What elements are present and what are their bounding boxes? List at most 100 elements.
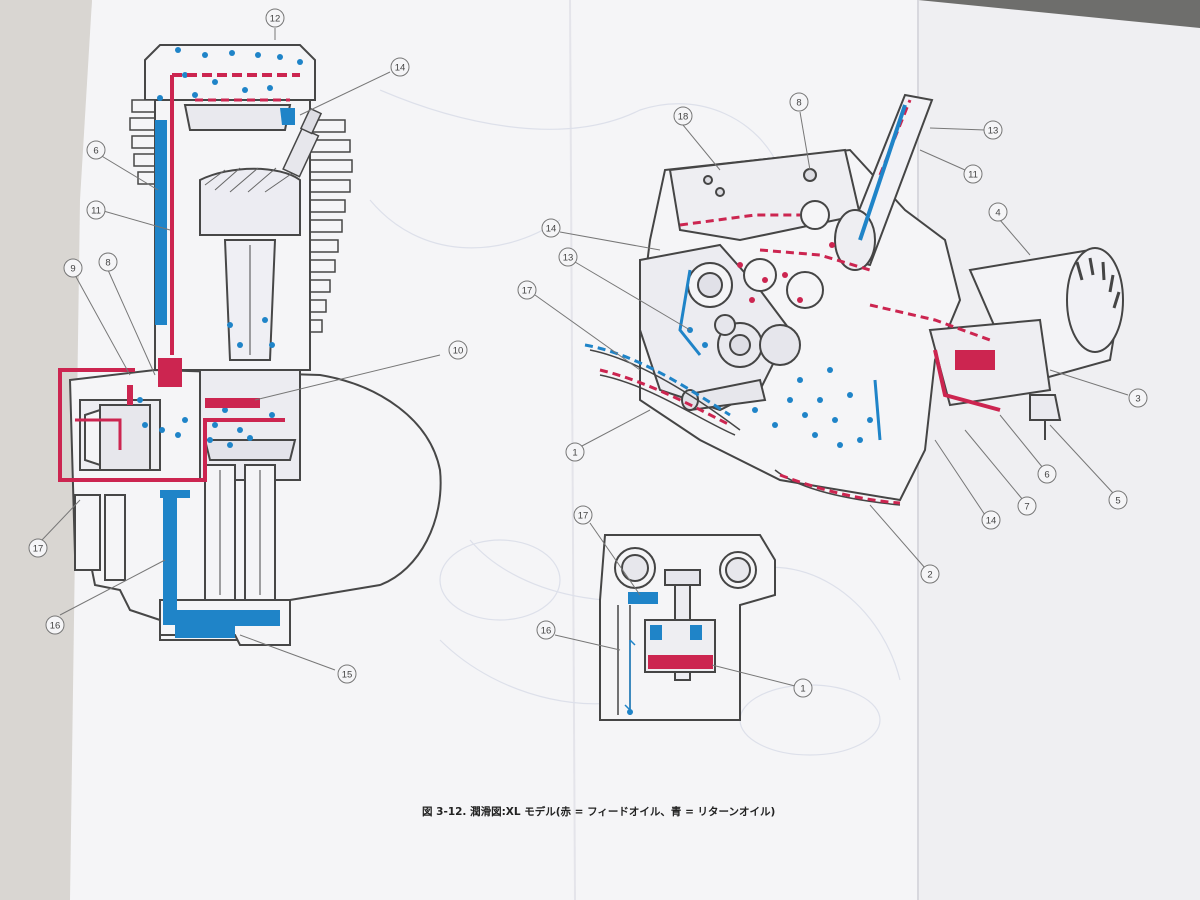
feed-oil-filter-passage	[869, 303, 991, 342]
svg-text:13: 13	[563, 253, 574, 264]
bolt-hole-3	[715, 187, 725, 197]
svg-text:14: 14	[986, 516, 997, 527]
left-callouts	[41, 28, 441, 671]
return-oil-tube	[155, 120, 167, 325]
oil-head-return	[280, 108, 295, 125]
callout-14-right: 14	[541, 218, 561, 238]
callout-6: 6	[86, 140, 106, 160]
callout-6-right: 6	[1037, 464, 1057, 484]
callout-17-right: 17	[517, 280, 537, 300]
bolt-hole-1	[803, 168, 817, 182]
inset-return-left	[650, 625, 662, 640]
feed-oil-spring	[955, 350, 995, 370]
svg-text:1: 1	[572, 448, 577, 459]
feed-oil-upper-passage	[679, 213, 800, 227]
bearing-bore-3	[786, 271, 824, 309]
feed-oil-passage	[58, 368, 285, 482]
callout-16: 16	[45, 615, 65, 635]
callout-12: 12	[265, 8, 285, 28]
pump-screw-head	[664, 569, 701, 586]
svg-text:7: 7	[1024, 502, 1029, 513]
callout-13-top: 13	[983, 120, 1003, 140]
inset-return-dot	[627, 709, 633, 715]
svg-text:17: 17	[522, 286, 533, 297]
return-oil-pickup	[163, 490, 177, 625]
callout-2: 2	[920, 564, 940, 584]
return-oil-pickup-top	[160, 490, 190, 498]
svg-text:6: 6	[1044, 470, 1049, 481]
svg-text:17: 17	[33, 544, 44, 555]
oil-pump-inset	[599, 534, 776, 721]
callout-1-inset: 1	[793, 678, 813, 698]
gear-train	[714, 314, 801, 368]
cam-bore	[800, 200, 830, 230]
callout-7: 7	[1017, 496, 1037, 516]
oil-sump-lower	[175, 626, 235, 638]
callout-1-right: 1	[565, 442, 585, 462]
inset-callouts	[554, 522, 796, 687]
svg-text:2: 2	[927, 570, 932, 581]
feed-oil-line-2	[779, 473, 901, 505]
pump-bore-right-inner	[725, 557, 751, 583]
callout-16-inset: 16	[536, 620, 556, 640]
svg-text:15: 15	[342, 670, 353, 681]
paper-right-fold	[918, 0, 1200, 900]
svg-text:4: 4	[995, 208, 1000, 219]
svg-text:10: 10	[453, 346, 464, 357]
feed-oil-left	[58, 73, 300, 482]
callout-5: 5	[1108, 490, 1128, 510]
callout-11-right: 11	[963, 164, 983, 184]
svg-text:6: 6	[93, 146, 98, 157]
feed-oil-droplets-right	[737, 242, 835, 303]
inset-callout-markers: 17 16 1	[536, 505, 813, 698]
pump-bore-left-inner	[621, 554, 649, 582]
return-oil-front	[678, 269, 702, 356]
crankcase-perspective	[589, 93, 1124, 506]
inset-return-inlet	[628, 592, 658, 604]
engine-cross-section	[68, 44, 442, 646]
svg-text:12: 12	[270, 14, 281, 25]
return-oil-line	[584, 343, 731, 417]
callout-8: 8	[98, 252, 118, 272]
callout-8-right: 8	[789, 92, 809, 112]
svg-text:14: 14	[546, 224, 557, 235]
return-oil-lower	[873, 379, 882, 441]
underlying-sheet	[0, 0, 92, 900]
bolt-hole-2	[703, 175, 713, 185]
svg-text:17: 17	[578, 511, 589, 522]
callout-13-right: 13	[558, 247, 578, 267]
inset-return-oil	[624, 592, 702, 715]
callout-9: 9	[63, 258, 83, 278]
feed-oil-mid-passage	[759, 248, 871, 272]
right-callouts	[534, 111, 1129, 569]
svg-text:16: 16	[50, 621, 61, 632]
callout-14-lower: 14	[981, 510, 1001, 530]
right-callout-markers: 18 8 13 11 4 14 13 17 3 1 6 5 7 14 2	[517, 92, 1148, 584]
svg-text:11: 11	[968, 170, 978, 181]
return-oil-right	[584, 104, 907, 441]
feed-oil-line-1	[599, 368, 731, 427]
return-oil-breather	[858, 104, 907, 241]
svg-text:9: 9	[70, 264, 75, 275]
piston-hatching	[204, 167, 295, 193]
left-callout-markers: 12 14 6 11 9 8 10 16 15 17	[28, 8, 468, 684]
figure-caption: 図 3-12. 潤滑図:XL モデル(赤 = フィードオイル、青 = リターンオ…	[422, 805, 775, 818]
svg-text:8: 8	[105, 258, 110, 269]
feed-oil-crank	[205, 398, 260, 408]
svg-text:13: 13	[988, 126, 999, 137]
svg-text:11: 11	[91, 206, 101, 217]
svg-text:8: 8	[796, 98, 801, 109]
callout-14: 14	[390, 57, 410, 77]
feed-oil-relief	[933, 349, 1001, 412]
bearing-bore-2	[743, 258, 777, 292]
return-oil-left	[137, 47, 303, 638]
svg-text:3: 3	[1135, 394, 1140, 405]
callout-10: 10	[448, 340, 468, 360]
crank-web	[203, 439, 297, 461]
bearing-bore-1-inner	[697, 272, 723, 298]
feed-oil-junction	[158, 358, 182, 387]
inset-feed-oil	[648, 655, 713, 669]
callout-11: 11	[86, 200, 106, 220]
callout-4: 4	[988, 202, 1008, 222]
